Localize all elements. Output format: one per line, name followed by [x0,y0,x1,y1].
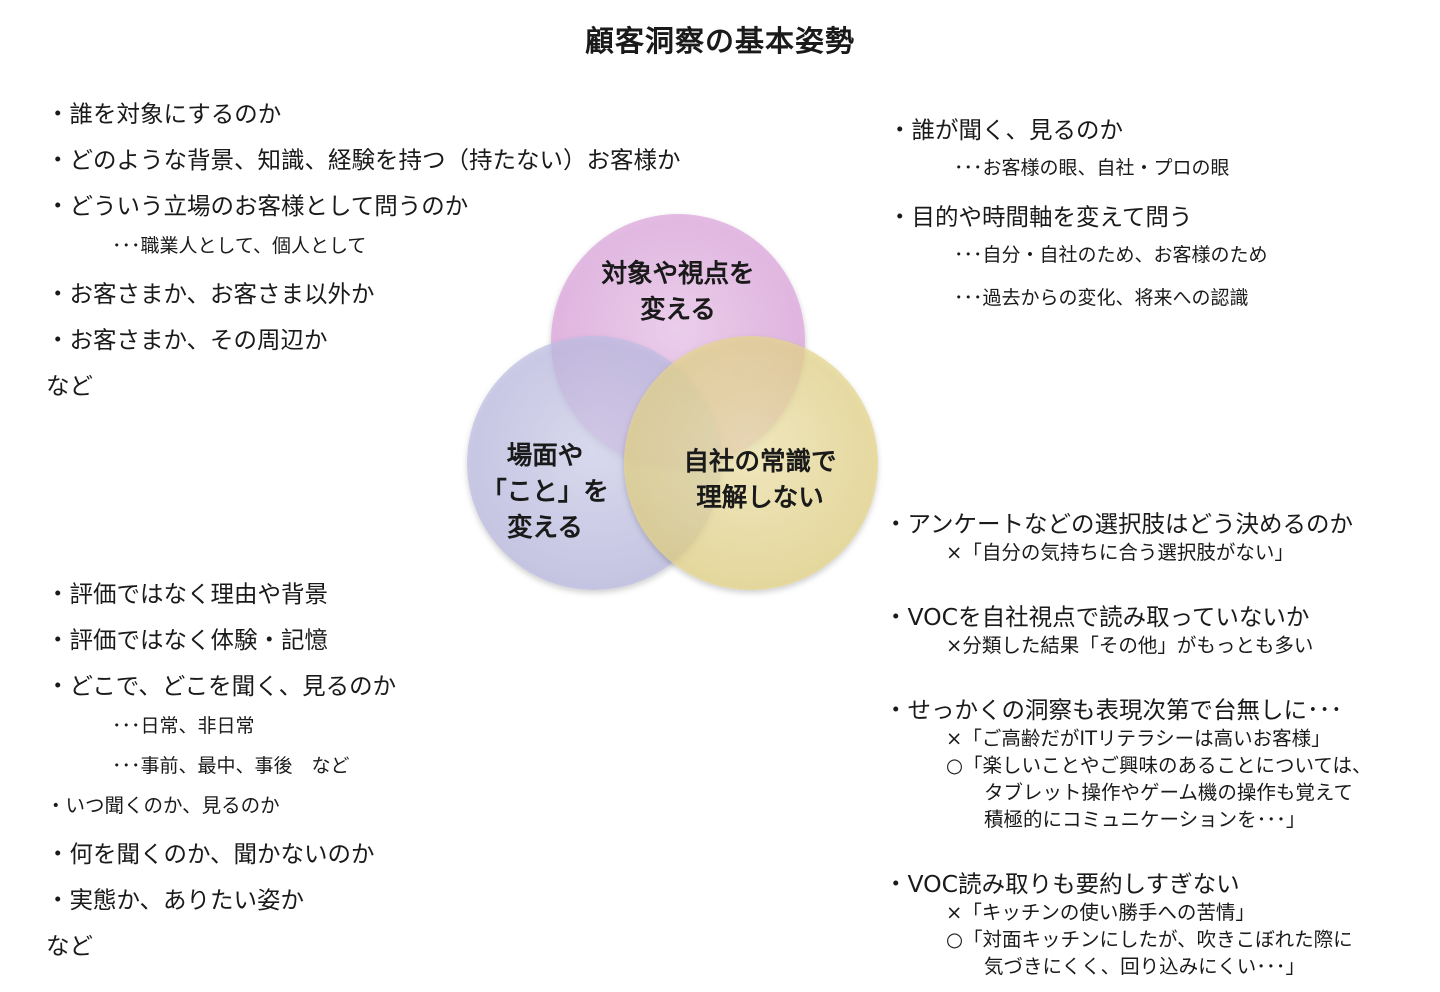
list-item: ・お客さまか、お客さま以外か [46,280,375,308]
list-item: ・アンケートなどの選択肢はどう決めるのか [884,510,1354,538]
list-item: ・どのような背景、知識、経験を持つ（持たない）お客様か [46,146,681,174]
venn-circle-right [624,336,878,590]
list-item: ・どういう立場のお客様として問うのか [46,192,469,220]
bottom-left-list: ・評価ではなく理由や背景 ・評価ではなく体験・記憶 ・どこで、どこを聞く、見るの… [46,578,396,976]
list-subitem: タブレット操作やゲーム機の操作も覚えて [984,781,1353,804]
list-subitem: ･･･自分・自社のため、お客様のため [954,244,1268,266]
list-item: ・評価ではなく理由や背景 [46,580,328,608]
list-subitem: ･･･日常、非日常 [112,715,255,737]
list-subitem: ･･･過去からの変化、将来への認識 [954,287,1249,309]
list-item: など [46,932,93,960]
list-item: ・お客さまか、その周辺か [46,326,328,354]
list-subitem: ×「キッチンの使い勝手への苦情」 [946,901,1255,924]
list-subitem: 積極的にコミュニケーションを･･･」 [984,808,1306,831]
list-item: など [46,372,93,400]
list-item: ・何を聞くのか、聞かないのか [46,840,375,868]
list-subitem: ×分類した結果「その他」がもっとも多い [946,634,1314,657]
list-item: ・いつ聞くのか、見るのか [46,794,280,817]
list-item: ・実態か、ありたい姿か [46,886,305,914]
list-item: ・誰が聞く、見るのか [888,116,1123,144]
list-subitem: ･･･事前、最中、事後 など [112,755,350,777]
list-item: ・誰を対象にするのか [46,100,282,128]
list-item: ・せっかくの洞察も表現次第で台無しに･･･ [884,696,1343,724]
list-item: ・どこで、どこを聞く、見るのか [46,672,397,700]
list-subitem: ･･･お客様の眼、自社・プロの眼 [954,157,1230,179]
list-subitem: ･･･職業人として、個人として [112,235,367,257]
venn-label-left: 場面や「こと」を変える [481,441,609,543]
list-item: ・評価ではなく体験・記憶 [46,626,328,654]
list-subitem: ○「対面キッチンにしたが、吹きこぼれた際に [946,928,1353,951]
list-item: ・VOCを自社視点で読み取っていないか [884,603,1310,631]
venn-label-top: 対象や視点を変える [601,259,755,325]
list-subitem: ○「楽しいことやご興味のあることについては、 [946,754,1372,777]
list-item: ・VOC読み取りも要約しすぎない [884,870,1240,898]
venn-label-right: 自社の常識で理解しない [683,447,837,513]
page-title: 顧客洞察の基本姿勢 [584,24,855,58]
list-item: ・目的や時間軸を変えて問う [888,203,1193,231]
list-subitem: 気づきにくく、回り込みにくい･･･」 [984,955,1305,978]
top-left-list: ・誰を対象にするのか ・どのような背景、知識、経験を持つ（持たない）お客様か ・… [46,98,681,416]
top-right-list: ・誰が聞く、見るのか ･･･お客様の眼、自社・プロの眼 ・目的や時間軸を変えて問… [888,114,1268,331]
list-subitem: ×「ご高齢だがITリテラシーは高いお客様」 [946,727,1331,750]
list-subitem: ×「自分の気持ちに合う選択肢がない」 [946,541,1294,564]
bottom-right-list: ・アンケートなどの選択肢はどう決めるのか ×「自分の気持ちに合う選択肢がない」 … [884,509,1372,980]
